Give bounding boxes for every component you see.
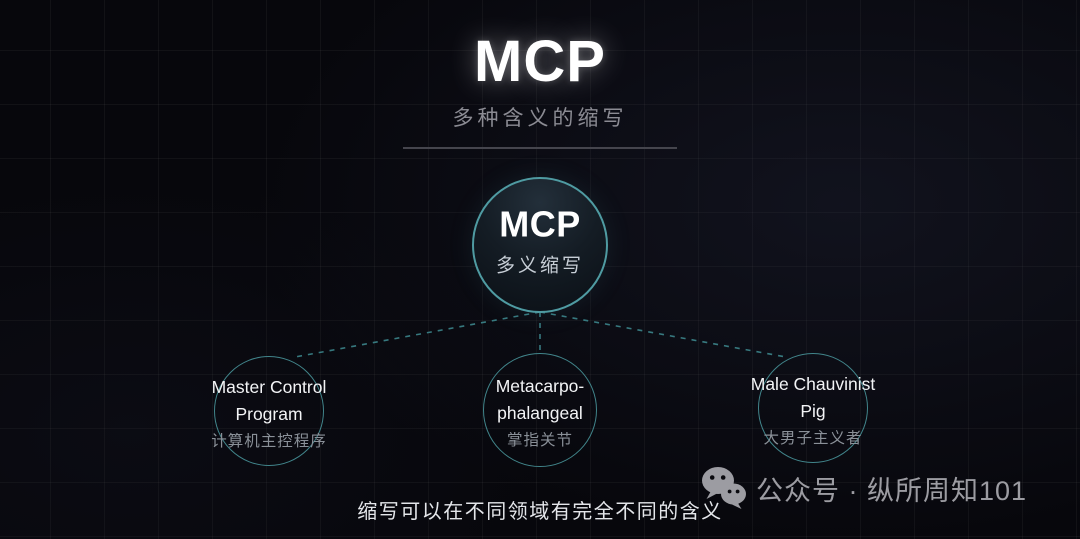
page-title: MCP xyxy=(474,29,606,94)
child-label-line2: Program xyxy=(235,404,303,424)
child-node-circle xyxy=(758,353,868,463)
child-label-line1: Master Control xyxy=(211,377,327,397)
child-label-line1: Metacarpo- xyxy=(495,376,585,396)
header-divider xyxy=(403,147,677,149)
child-label-zh: 掌指关节 xyxy=(506,432,573,449)
child-node-circle xyxy=(214,356,324,466)
child-label-line2: phalangeal xyxy=(497,403,583,423)
child-node-text: Male Chauvinist Pig 大男子主义者 xyxy=(683,371,943,451)
connector-left xyxy=(294,311,541,358)
child-label-line2: Pig xyxy=(800,401,826,421)
root-node-title: MCP xyxy=(499,203,581,245)
footer-caption: 缩写可以在不同领域有完全不同的含义 xyxy=(357,501,723,523)
child-label-zh: 计算机主控程序 xyxy=(211,433,327,450)
child-label-zh: 大男子主义者 xyxy=(763,430,863,447)
watermark-text: 公众号 · 纵所周知101 xyxy=(756,475,1028,506)
root-node-circle xyxy=(472,177,608,313)
wechat-icon xyxy=(702,467,746,509)
child-label-line1: Male Chauvinist xyxy=(750,374,876,394)
connector-right xyxy=(539,311,787,358)
child-node-text: Metacarpo- phalangeal 掌指关节 xyxy=(410,373,670,453)
root-node-subtitle: 多义缩写 xyxy=(495,255,584,277)
child-node-circle xyxy=(483,353,597,467)
page-subtitle: 多种含义的缩写 xyxy=(452,107,628,130)
child-node-text: Master Control Program 计算机主控程序 xyxy=(139,374,399,454)
watermark: 公众号 · 纵所周知101 xyxy=(701,466,1027,510)
root-node-text: MCP 多义缩写 xyxy=(460,203,620,278)
